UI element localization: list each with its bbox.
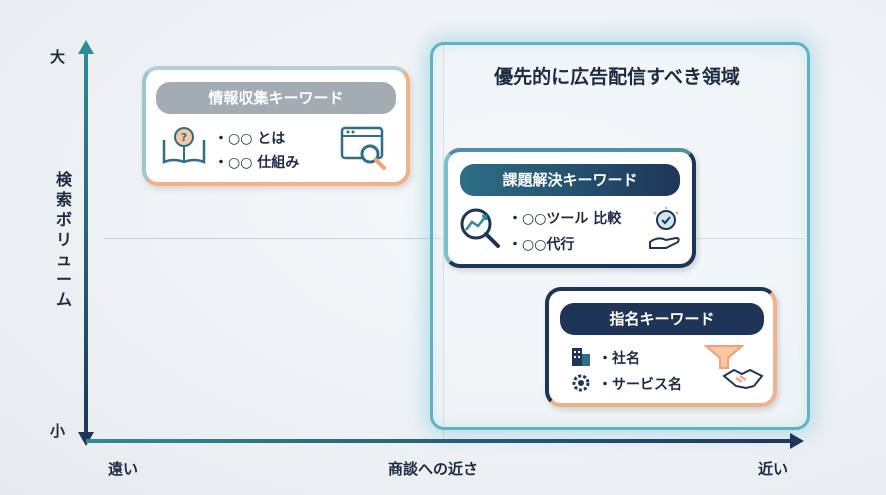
info-keyword-title: 情報収集キーワード [156, 82, 396, 114]
info-item-2: ・○○ 仕組み [214, 155, 300, 171]
grid-vertical [443, 42, 444, 440]
problem-item-2: ・○○代行 [508, 237, 575, 253]
brand-item-1: ・社名 [598, 351, 640, 367]
y-axis-arrow-up [78, 40, 94, 54]
gear-icon [570, 372, 592, 398]
x-axis-left-label: 遠い [108, 460, 139, 478]
problem-item-1: ・○○ツール 比較 [508, 211, 622, 227]
question-book-icon: ? [162, 126, 206, 170]
lightbulb-hand-icon [646, 206, 686, 256]
y-axis-bottom-label: 小 [50, 422, 66, 440]
browser-search-icon [340, 126, 390, 176]
building-icon [570, 346, 592, 372]
info-item-1: ・○○ とは [214, 131, 286, 147]
handshake-icon [722, 364, 764, 396]
x-axis-right-label: 近い [758, 460, 789, 478]
x-axis-arrow-right [790, 433, 804, 449]
y-axis [84, 52, 88, 437]
funnel-icon [703, 344, 745, 374]
brand-item-2: ・サービス名 [598, 377, 682, 393]
problem-keyword-title: 課題解決キーワード [460, 164, 680, 196]
x-axis-title: 商談への近さ [388, 460, 479, 478]
y-axis-title: 検索ボリューム [55, 170, 72, 309]
chart-magnifier-icon [458, 206, 502, 254]
svg-text:?: ? [181, 131, 187, 144]
brand-keyword-title: 指名キーワード [560, 303, 764, 335]
x-axis [86, 439, 792, 443]
priority-zone-title: 優先的に広告配信すべき領域 [494, 66, 740, 88]
y-axis-top-label: 大 [50, 48, 66, 66]
